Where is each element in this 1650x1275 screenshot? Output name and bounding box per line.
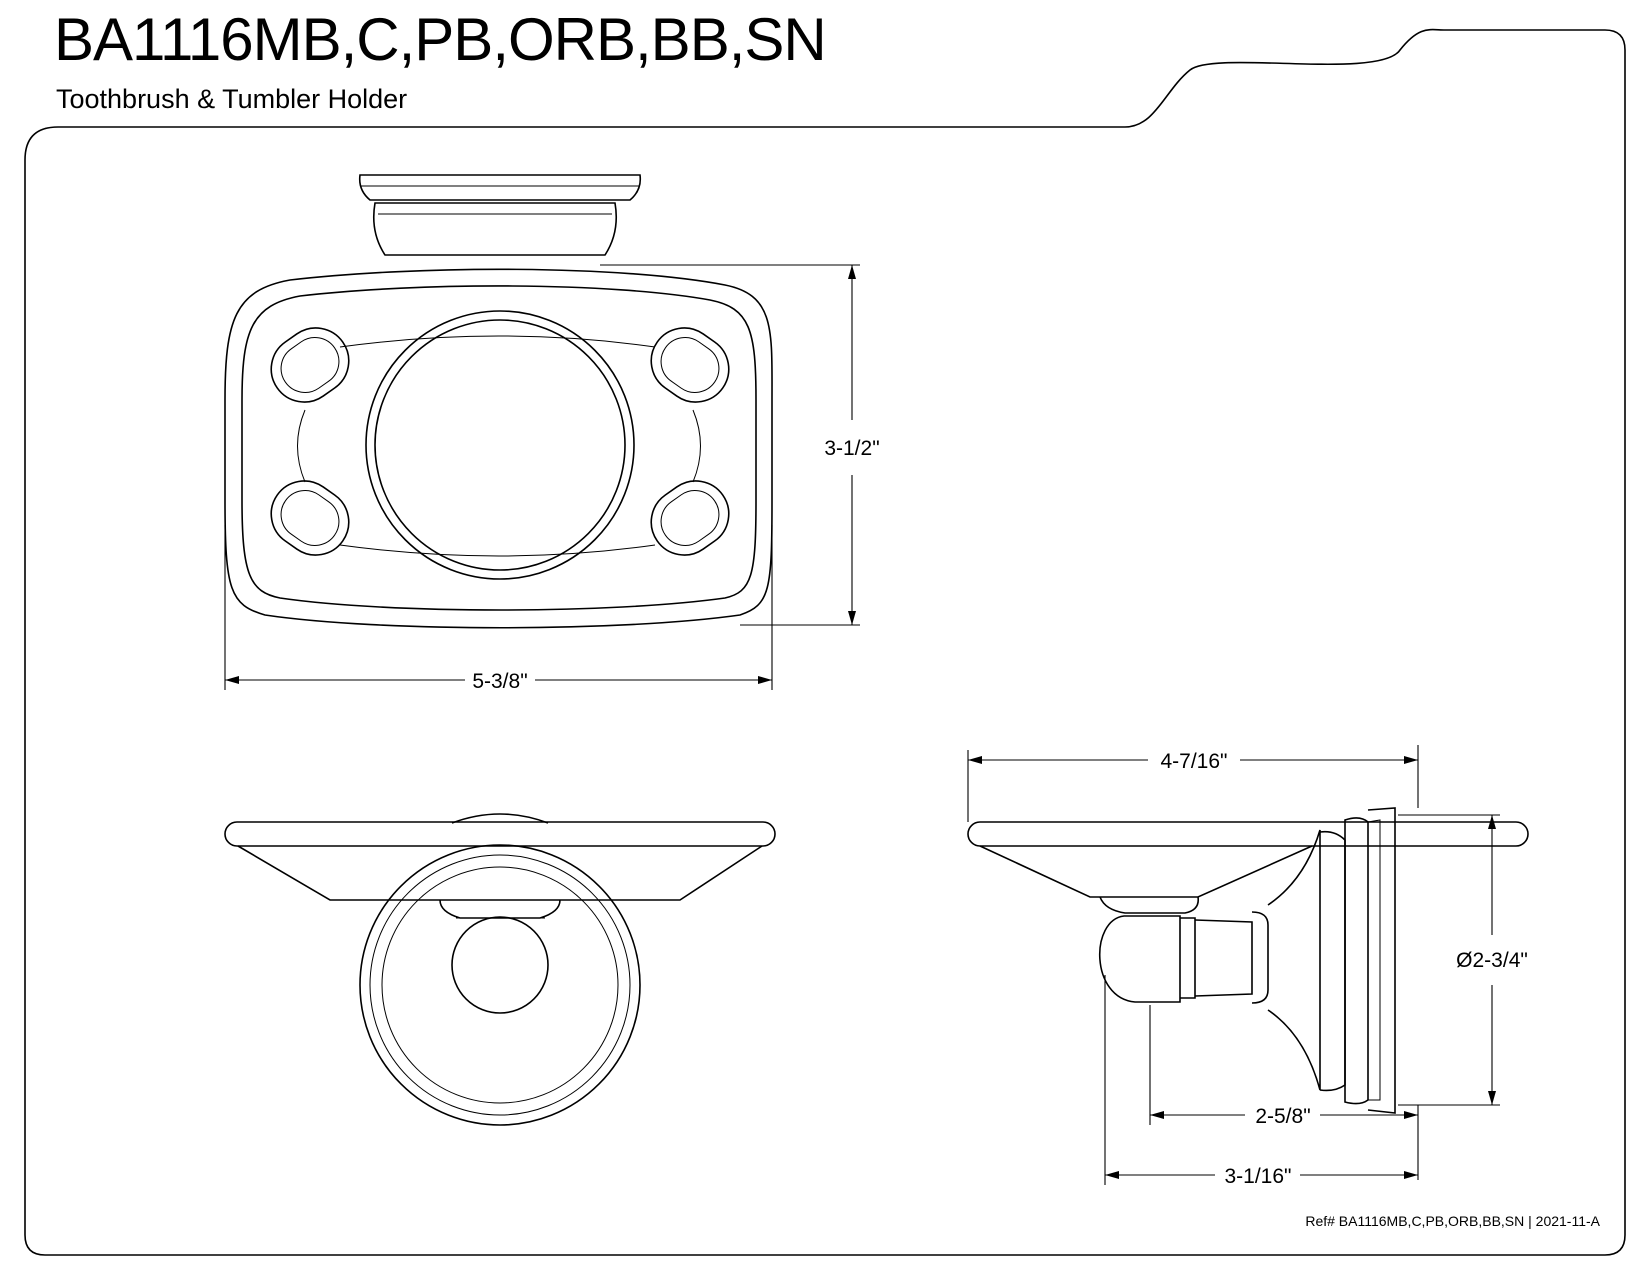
projection-total-label: 3-1/16": [1225, 1165, 1292, 1188]
dimension-flange-diameter: Ø2-3/4": [1398, 814, 1528, 1106]
side-view: 4-7/16" Ø2-3/4" 2-5/8" 3-1/16": [967, 745, 1529, 1188]
dimension-height-front: 3-1/2": [600, 264, 880, 626]
flange-diameter-label: Ø2-3/4": [1456, 949, 1528, 972]
bottom-view: [224, 813, 776, 1126]
toothbrush-slot-top-right: [650, 327, 730, 403]
front-view: 3-1/2" 5-3/8": [224, 174, 880, 693]
product-name-subtitle: Toothbrush & Tumbler Holder: [56, 84, 408, 114]
dimension-depth-overall: 4-7/16": [967, 745, 1419, 822]
model-number-title: BA1116MB,C,PB,ORB,BB,SN: [54, 6, 827, 73]
projection-ball-label: 2-5/8": [1255, 1105, 1310, 1128]
width-label: 5-3/8": [472, 670, 527, 693]
toothbrush-slot-top-left: [270, 327, 350, 403]
dimension-projection-ball: 2-5/8": [1149, 1005, 1419, 1180]
toothbrush-slot-bottom-left: [270, 480, 350, 556]
toothbrush-slot-bottom-right: [650, 480, 730, 556]
reference-footer: Ref# BA1116MB,C,PB,ORB,BB,SN | 2021-11-A: [1305, 1213, 1600, 1229]
dimension-width-front: 5-3/8": [224, 525, 773, 693]
dimension-projection-total: 3-1/16": [1104, 975, 1418, 1188]
sheet-border: [24, 28, 1626, 1256]
height-label: 3-1/2": [824, 437, 879, 460]
depth-label: 4-7/16": [1161, 750, 1228, 773]
